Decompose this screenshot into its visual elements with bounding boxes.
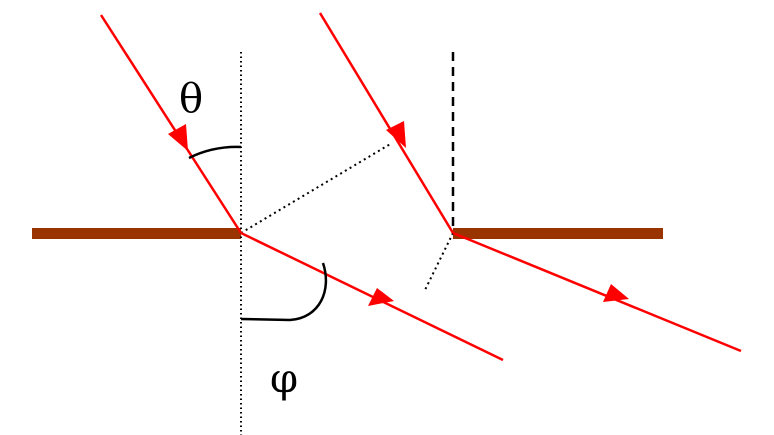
arrowhead-incident-2 [386, 121, 406, 148]
refracted-wavefront [423, 232, 454, 293]
theta-label: θ [179, 76, 203, 122]
arrowhead-incident-1 [168, 124, 188, 151]
phi-arc [240, 262, 328, 322]
refracted-ray-2 [452, 231, 742, 353]
surface-right [453, 228, 663, 239]
incident-ray-2 [318, 12, 455, 234]
surface-left [32, 228, 241, 239]
arrowhead-refracted-1 [368, 288, 394, 306]
theta-arc [188, 145, 242, 160]
incident-ray-1 [99, 14, 243, 234]
refracted-ray-1 [240, 231, 504, 362]
incident-wavefront [240, 142, 393, 234]
arrowhead-refracted-2 [603, 284, 629, 302]
phi-label: φ [270, 356, 298, 402]
